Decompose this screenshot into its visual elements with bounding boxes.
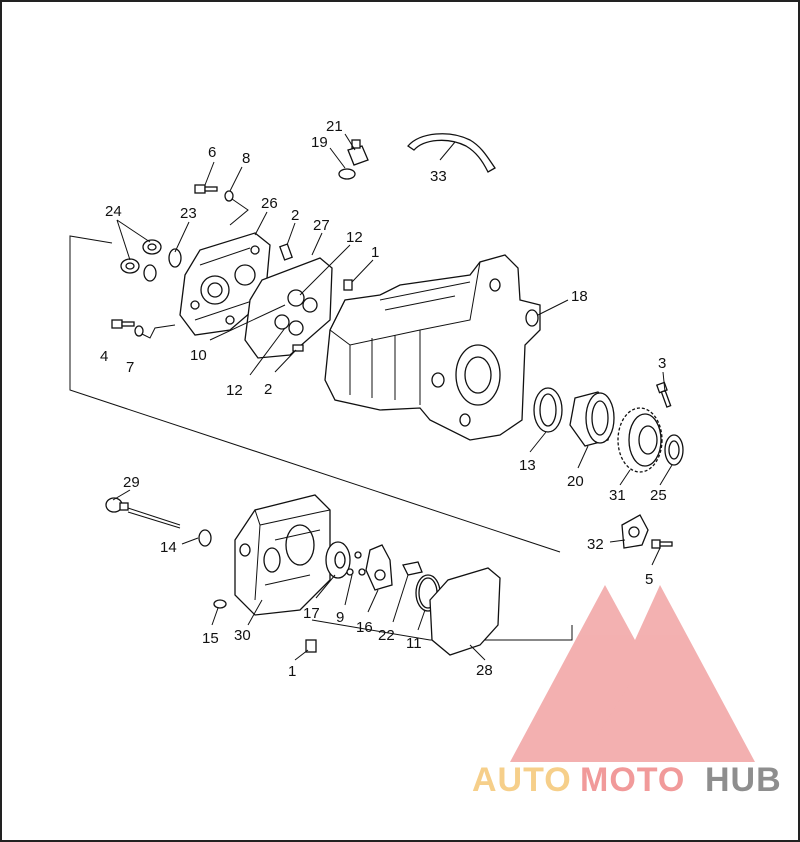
callout-5: 5 <box>645 571 653 588</box>
callout-13: 13 <box>519 457 536 474</box>
washer-8 <box>224 190 234 202</box>
callout-15: 15 <box>202 630 219 647</box>
callout-6: 6 <box>208 144 216 161</box>
plate-32 <box>621 514 649 549</box>
callout-labels: 6 8 24 23 26 2 27 12 1 4 7 10 12 2 21 19… <box>100 118 667 680</box>
callout-20: 20 <box>567 473 584 490</box>
gasket-13 <box>533 387 563 433</box>
leader-lines <box>112 133 673 661</box>
washer-7 <box>134 325 144 337</box>
gear-31 <box>617 407 663 473</box>
transmission-housing-18 <box>324 254 541 441</box>
dowel-pin-2-lower <box>292 344 304 352</box>
callout-33: 33 <box>430 168 447 185</box>
cover-30 <box>234 494 331 616</box>
ball-9-c <box>358 568 366 576</box>
side-cover-26 <box>179 232 271 336</box>
nut-24-lower <box>120 258 140 274</box>
bolt-4 <box>111 319 135 329</box>
o-ring-14 <box>198 529 212 547</box>
washer-23-upper <box>168 248 182 268</box>
assembly-bracket-lower <box>311 619 573 641</box>
callout-32: 32 <box>587 536 604 553</box>
callout-4: 4 <box>100 348 108 365</box>
callout-26: 26 <box>261 195 278 212</box>
washer-15 <box>213 599 227 609</box>
callout-2-upper: 2 <box>291 207 299 224</box>
callout-24: 24 <box>105 203 122 220</box>
leader-8-cover <box>229 198 249 226</box>
leader-7-cover <box>141 324 176 339</box>
callout-10: 10 <box>190 347 207 364</box>
watermark-text: AUTO MOTO HUB <box>472 761 782 799</box>
assembly-bracket-upper <box>69 235 561 553</box>
lever-16 <box>365 544 393 591</box>
watermark-logo-icon <box>510 585 755 762</box>
ball-9-b <box>346 568 354 576</box>
watermark-moto: MOTO <box>580 761 685 799</box>
gasket-28 <box>429 567 501 656</box>
callout-17: 17 <box>303 605 320 622</box>
callout-1-upper: 1 <box>371 244 379 261</box>
dowel-pin-2-upper <box>279 243 293 261</box>
callout-2-lower: 2 <box>264 381 272 398</box>
dipstick-29 <box>105 497 181 529</box>
callout-14: 14 <box>160 539 177 556</box>
seal-25 <box>664 434 684 466</box>
callout-7: 7 <box>126 359 134 376</box>
callout-28: 28 <box>476 662 493 679</box>
callout-11: 11 <box>406 635 422 652</box>
callout-12-lower: 12 <box>226 382 243 399</box>
callout-27: 27 <box>313 217 330 234</box>
hose-33 <box>407 133 496 173</box>
clip-22 <box>402 561 423 576</box>
fitting-21 <box>347 139 369 166</box>
o-ring-19 <box>338 168 356 180</box>
callout-12-upper: 12 <box>346 229 363 246</box>
callout-19: 19 <box>311 134 328 151</box>
callout-31: 31 <box>609 487 626 504</box>
washer-23-lower <box>143 264 157 282</box>
callout-3: 3 <box>658 355 666 372</box>
callout-21: 21 <box>326 118 343 135</box>
callout-25: 25 <box>650 487 667 504</box>
callout-1-lower: 1 <box>288 663 296 680</box>
callout-30: 30 <box>234 627 251 644</box>
callout-8: 8 <box>242 150 250 167</box>
callout-29: 29 <box>123 474 140 491</box>
callout-18: 18 <box>571 288 588 305</box>
callout-23: 23 <box>180 205 197 222</box>
gasket-27 <box>244 257 333 359</box>
watermark-auto: AUTO <box>472 761 572 799</box>
watermark-hub: HUB <box>705 761 782 799</box>
bolt-5 <box>651 539 673 549</box>
ball-9-a <box>354 551 362 559</box>
bearing-20 <box>569 391 615 447</box>
callout-9: 9 <box>336 609 344 626</box>
nut-24-upper <box>142 239 162 255</box>
pin-1-upper <box>343 279 353 291</box>
plate-17 <box>325 541 351 579</box>
callout-16: 16 <box>356 619 373 636</box>
pin-1-lower <box>305 639 317 653</box>
bolt-6 <box>194 184 218 194</box>
callout-22: 22 <box>378 627 395 644</box>
